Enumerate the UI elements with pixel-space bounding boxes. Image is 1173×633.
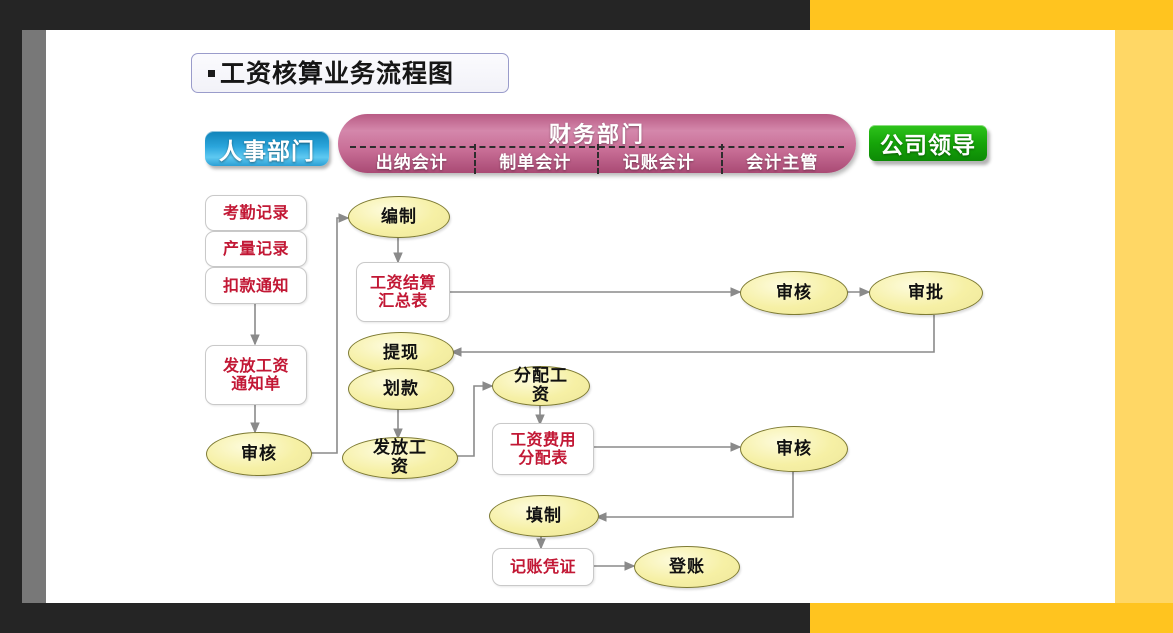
- node-label: 分配工 资: [514, 366, 568, 405]
- node-pay-salary: 发放工 资: [342, 437, 458, 479]
- node-label: 产量记录: [222, 239, 289, 258]
- finance-role-voucher-clerk: 制单会计: [473, 144, 598, 174]
- lane-header-finance-label: 财务部门: [548, 122, 645, 148]
- lane-header-hr-label: 人事部门: [219, 138, 315, 165]
- node-allocation-review: 审核: [740, 426, 848, 472]
- node-transfer: 划款: [348, 368, 454, 410]
- node-label: 审核: [241, 443, 277, 464]
- lane-header-leader-label: 公司领导: [880, 133, 976, 159]
- node-label: 发放工 资: [373, 438, 427, 477]
- finance-role-list: 出纳会计 制单会计 记账会计 会计主管: [350, 144, 845, 174]
- node-withdraw: 提现: [348, 332, 454, 374]
- node-label: 审核: [776, 438, 812, 459]
- node-label: 审批: [908, 282, 944, 303]
- node-label: 记账凭证: [509, 557, 576, 576]
- node-post-book: 登账: [634, 546, 740, 588]
- node-output-record: 产量记录: [205, 231, 307, 267]
- node-label: 提现: [383, 342, 419, 363]
- lane-header-hr: 人事部门: [205, 131, 329, 166]
- node-fill-in: 填制: [489, 495, 599, 537]
- lane-header-finance: 财务部门 出纳会计 制单会计 记账会计 会计主管: [338, 114, 856, 174]
- node-label: 工资结算 汇总表: [369, 273, 436, 310]
- node-hr-review: 审核: [206, 432, 312, 476]
- node-cost-allocation-table: 工资费用 分配表: [492, 423, 594, 475]
- finance-role-chief-accountant: 会计主管: [720, 144, 845, 174]
- page-title: 工资核算业务流程图: [191, 53, 509, 93]
- node-label: 工资费用 分配表: [509, 430, 576, 467]
- node-label: 划款: [383, 378, 419, 399]
- node-label: 编制: [381, 206, 417, 227]
- node-label: 发放工资 通知单: [222, 356, 289, 393]
- square-bullet-icon: [208, 69, 215, 77]
- left-gray-band: [22, 30, 46, 603]
- node-finance-review: 审核: [740, 271, 848, 315]
- node-label: 审核: [776, 282, 812, 303]
- node-approve: 审批: [869, 271, 983, 315]
- node-allocate-salary: 分配工 资: [492, 366, 590, 406]
- finance-role-cashier: 出纳会计: [375, 153, 448, 173]
- node-deduction-notice: 扣款通知: [205, 267, 307, 304]
- node-label: 考勤记录: [222, 203, 289, 222]
- page-title-text: 工资核算业务流程图: [220, 58, 455, 88]
- node-label: 扣款通知: [222, 275, 289, 295]
- node-payroll-summary: 工资结算 汇总表: [356, 262, 450, 322]
- node-prepare: 编制: [348, 196, 450, 238]
- node-attendance-record: 考勤记录: [205, 195, 307, 231]
- lane-header-leader: 公司领导: [869, 125, 987, 161]
- finance-role-bookkeeper: 记账会计: [597, 144, 721, 174]
- node-label: 登账: [669, 556, 705, 577]
- node-voucher: 记账凭证: [492, 548, 594, 586]
- right-yellow-light-band: [1115, 30, 1173, 603]
- node-payroll-notice: 发放工资 通知单: [205, 345, 307, 405]
- node-label: 填制: [526, 505, 562, 526]
